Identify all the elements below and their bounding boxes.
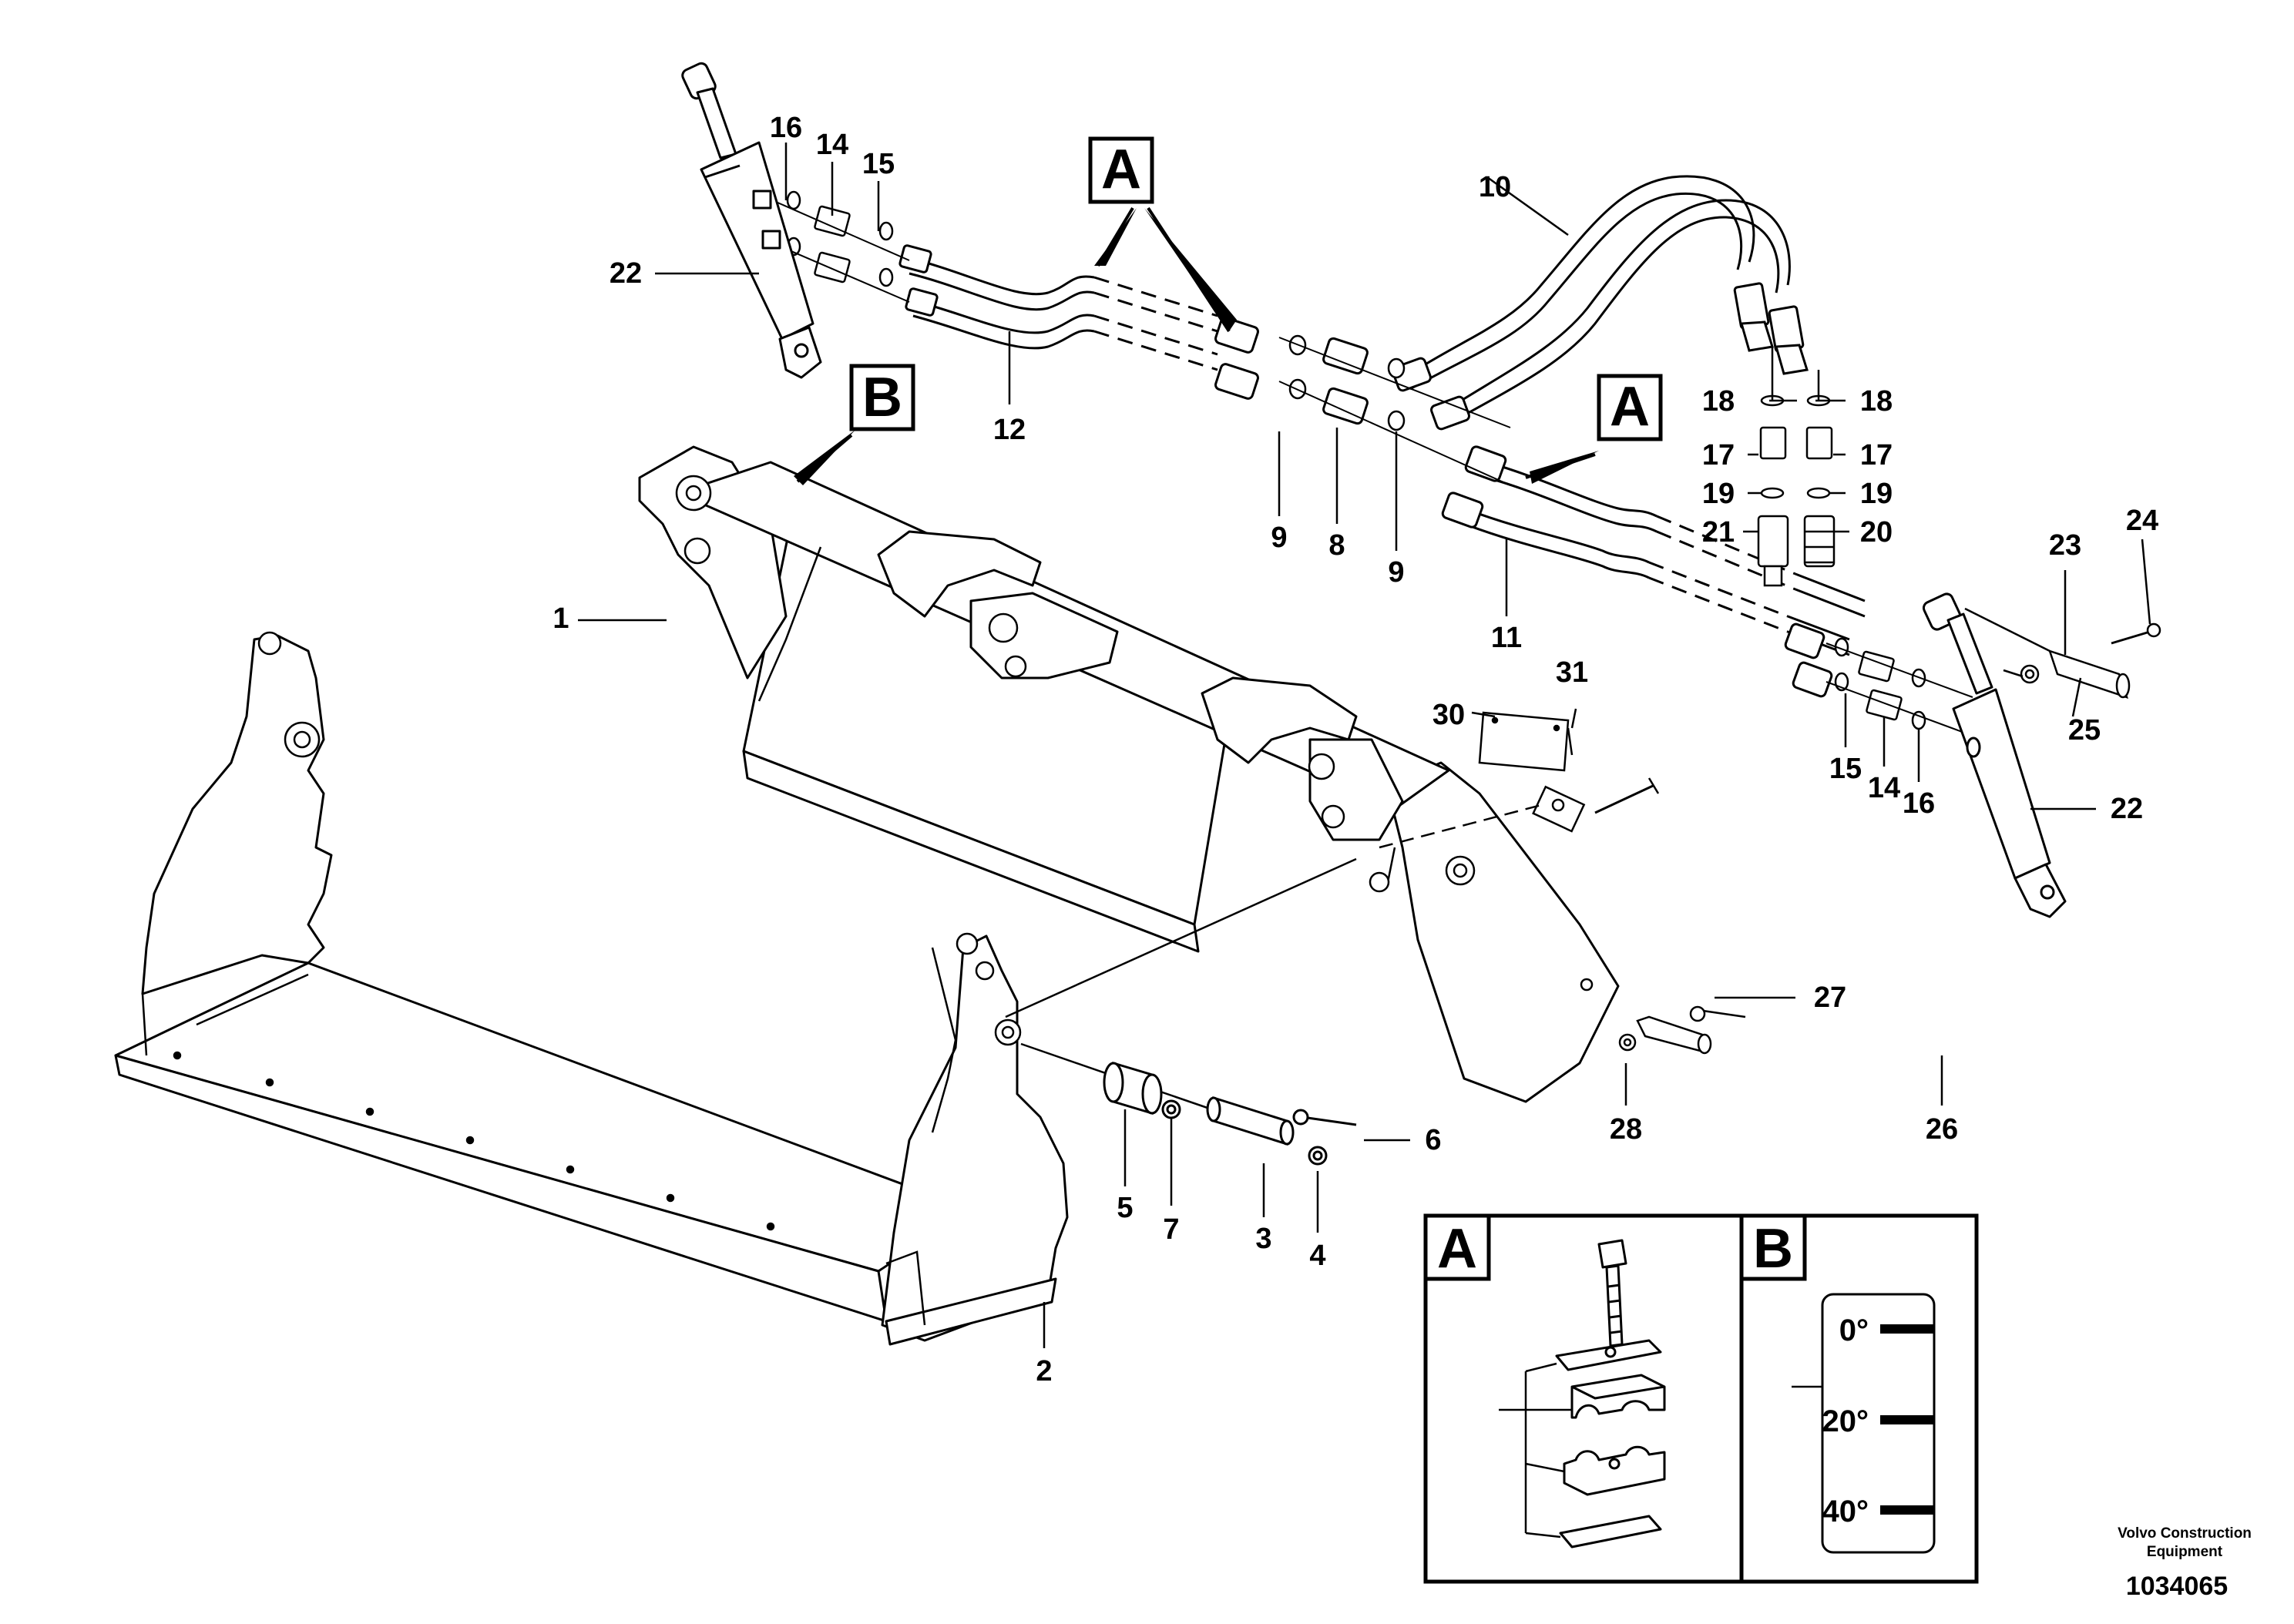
label-14b: 14 [1868, 772, 1900, 804]
detail-b-title: B [1753, 1218, 1793, 1280]
label-22a: 22 [610, 257, 642, 290]
detail-a-title: A [1437, 1218, 1477, 1280]
label-18a: 18 [1702, 385, 1735, 418]
label-10: 10 [1479, 171, 1511, 203]
label-9b: 9 [1388, 556, 1404, 589]
clamp-assembly-13 [1555, 1239, 1666, 1549]
bucket-details [141, 631, 1022, 1326]
label-16b: 16 [1903, 787, 1935, 820]
angle-gauge-29: 0° 20° 40° [1821, 1293, 1936, 1554]
gauge-mark-0: 0° [1839, 1314, 1869, 1347]
detail-box-b: B 0° 20° 40° [1739, 1213, 1979, 1584]
view-marker-b-label: B [862, 367, 902, 428]
label-20: 20 [1860, 516, 1893, 549]
pin-23-assembly [1964, 607, 2161, 699]
label-22b: 22 [2111, 793, 2143, 825]
label-17b: 17 [1860, 439, 1893, 471]
pin-assembly-right [1369, 777, 1746, 1055]
label-2: 2 [1036, 1355, 1052, 1387]
view-marker-a-label: A [1101, 139, 1141, 200]
plate-30 [1478, 711, 1574, 772]
label-8: 8 [1328, 529, 1345, 562]
credit-line-1: Volvo Construction [2118, 1525, 2252, 1542]
label-7: 7 [1163, 1213, 1179, 1246]
label-31: 31 [1556, 656, 1588, 689]
label-21: 21 [1702, 516, 1735, 549]
label-3: 3 [1255, 1223, 1271, 1255]
seal-rings [786, 190, 1926, 730]
view-marker-b: B [794, 364, 915, 485]
label-9a: 9 [1271, 522, 1287, 554]
bucket-shell [114, 634, 1069, 1346]
label-14a: 14 [816, 129, 848, 161]
label-27: 27 [1814, 981, 1846, 1014]
label-23: 23 [2049, 529, 2081, 562]
leader-lines [578, 143, 2151, 1348]
label-30: 30 [1432, 699, 1465, 731]
label-15a: 15 [862, 148, 895, 180]
label-19a: 19 [1702, 478, 1735, 510]
cylinder-left [681, 62, 822, 379]
view-marker-a-top: A [1088, 136, 1237, 333]
label-5: 5 [1117, 1192, 1133, 1224]
label-24: 24 [2126, 505, 2158, 537]
label-16a: 16 [770, 112, 802, 144]
label-1: 1 [553, 602, 569, 635]
label-11: 11 [1491, 622, 1522, 654]
label-4: 4 [1309, 1240, 1325, 1272]
label-26: 26 [1926, 1113, 1958, 1146]
coupler-frame-details [675, 475, 1594, 992]
label-28: 28 [1610, 1113, 1642, 1146]
label-25: 25 [2068, 714, 2101, 747]
detail-box-a: A [1423, 1213, 1744, 1584]
document-number: 1034065 [2126, 1572, 2228, 1601]
gauge-mark-20: 20° [1822, 1404, 1869, 1438]
label-6: 6 [1425, 1124, 1441, 1156]
coupler-frame [638, 445, 1620, 1103]
label-18b: 18 [1860, 385, 1893, 418]
label-17a: 17 [1702, 439, 1735, 471]
label-19b: 19 [1860, 478, 1893, 510]
label-15b: 15 [1829, 753, 1862, 785]
gauge-mark-40: 40° [1822, 1495, 1869, 1528]
credit-line-2: Equipment [2147, 1544, 2223, 1560]
view-marker-a-right: A [1525, 374, 1663, 484]
bushings [1103, 1061, 1357, 1166]
cylinder-right [1922, 592, 2067, 918]
label-12: 12 [993, 414, 1026, 446]
view-marker-a-right-label: A [1610, 376, 1650, 438]
